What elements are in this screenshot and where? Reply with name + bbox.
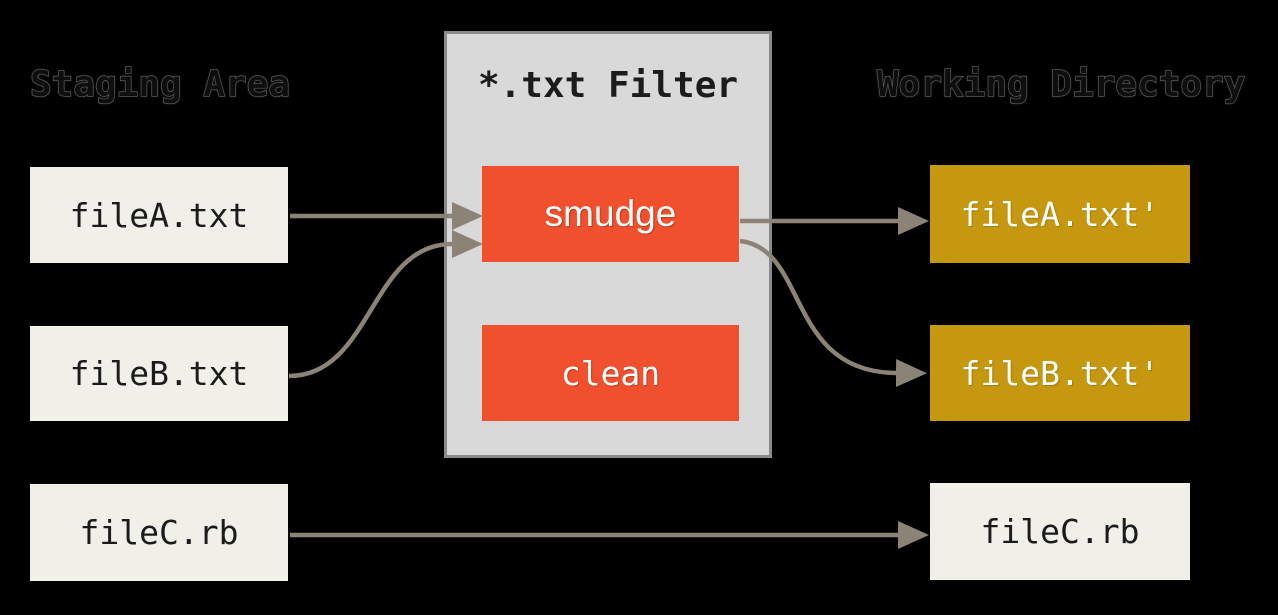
- staging-fileB-box: fileB.txt: [30, 326, 288, 421]
- smudge-filter-label: smudge: [544, 193, 677, 234]
- staging-fileC-box: fileC.rb: [30, 484, 288, 581]
- staging-area-title: Staging Area: [29, 63, 291, 105]
- staging-fileC-label: fileC.rb: [79, 513, 239, 552]
- txt-filter-title: *.txt Filter: [477, 65, 739, 106]
- clean-filter-label: clean: [560, 353, 661, 393]
- staging-fileA-box: fileA.txt: [30, 167, 288, 263]
- working-directory-title: Working Directory: [876, 63, 1246, 105]
- working-fileC-label: fileC.rb: [980, 512, 1140, 551]
- working-fileA-prime-label: fileA.txt': [960, 194, 1160, 234]
- working-fileC-box: fileC.rb: [930, 483, 1190, 580]
- staging-fileA-label: fileA.txt: [69, 195, 249, 235]
- arrow-smudge-to-fileB-prime: [739, 238, 927, 387]
- clean-filter-box: clean: [482, 325, 739, 421]
- working-fileB-prime-label: fileB.txt': [960, 353, 1160, 393]
- staging-fileB-label: fileB.txt: [69, 354, 249, 393]
- working-fileB-prime-box: fileB.txt': [930, 325, 1190, 421]
- smudge-filter-box: smudge: [482, 166, 739, 262]
- arrow-fileB-to-smudge: [288, 230, 483, 379]
- working-fileA-prime-box: fileA.txt': [930, 165, 1190, 263]
